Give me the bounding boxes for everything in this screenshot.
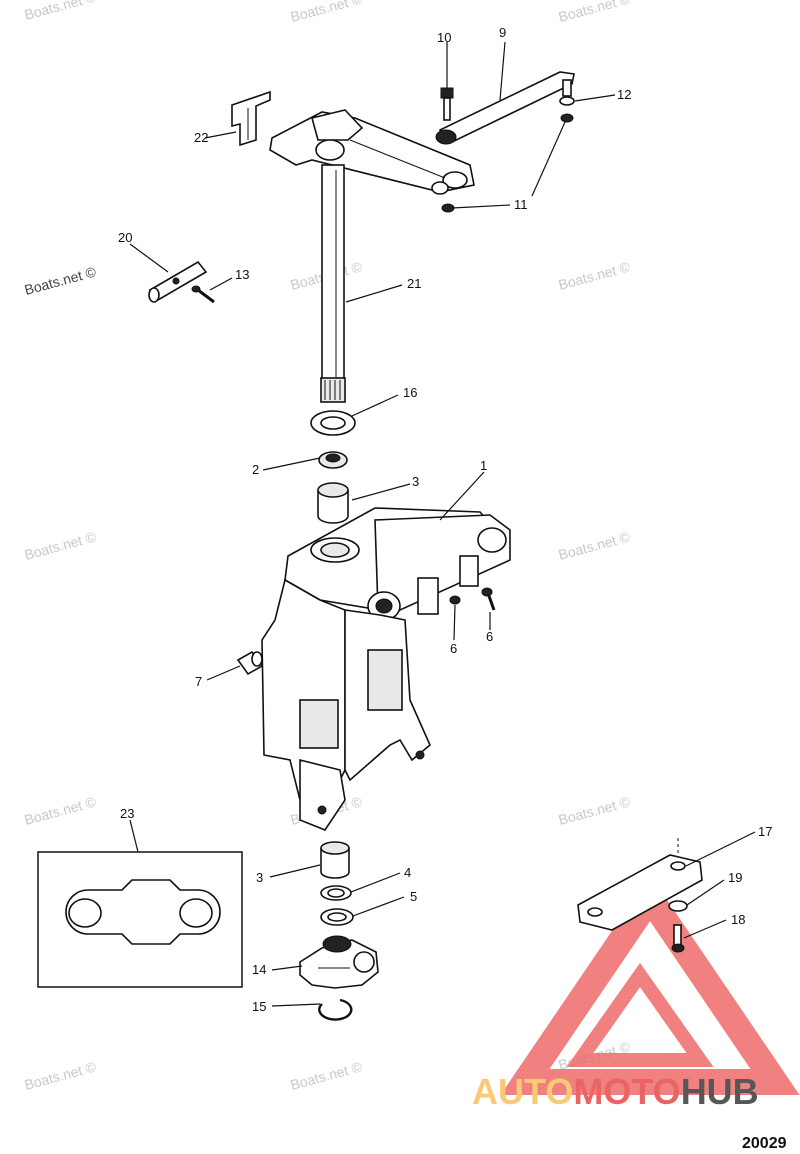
part-6-nut [449, 595, 461, 605]
part-6-screw [481, 587, 496, 611]
part-3-bushing-lower [320, 841, 350, 879]
watermark: Boats.net © [557, 0, 633, 25]
part-16-washer [310, 410, 356, 436]
callout-13: 13 [235, 267, 249, 282]
watermark: Boats.net © [557, 793, 633, 828]
brand-hub: HUB [681, 1071, 759, 1112]
callout-19: 19 [728, 870, 742, 885]
part-17-plate [577, 838, 703, 931]
callout-11: 11 [514, 197, 528, 212]
part-12-washer [559, 96, 575, 106]
callout-10: 10 [437, 30, 451, 45]
callout-16: 16 [403, 385, 417, 400]
part-21-steering-arm [269, 109, 475, 403]
part-3-bushing-upper [317, 482, 349, 524]
part-4-washer [320, 885, 352, 901]
part-7-bushing [236, 650, 264, 676]
callout-17: 17 [758, 824, 772, 839]
callout-23: 23 [120, 806, 134, 821]
callout-labels: 9 10 12 11 22 20 13 21 16 2 3 1 6 6 7 23… [118, 25, 772, 1014]
part-15-snap-ring [318, 998, 353, 1021]
callout-15: 15 [252, 999, 266, 1014]
callout-21: 21 [407, 276, 421, 291]
part-2-seal [318, 451, 348, 469]
callout-20: 20 [118, 230, 132, 245]
watermark: Boats.net © [23, 1058, 99, 1093]
part-20-pin [148, 260, 208, 303]
callout-22: 22 [194, 130, 208, 145]
part-22-bracket [231, 90, 271, 147]
part-13-screw [191, 285, 215, 304]
watermark: Boats.net © [23, 0, 99, 23]
watermark: Boats.net © [23, 793, 99, 828]
callout-4: 4 [404, 865, 411, 880]
callout-6: 6 [450, 641, 457, 656]
watermark: Boats.net © [23, 263, 99, 298]
watermark: Boats.net © [289, 0, 365, 25]
part-5-seal [320, 908, 354, 926]
part-10-bolt [440, 87, 454, 121]
callout-7: 7 [195, 674, 202, 689]
callout-2: 2 [252, 462, 259, 477]
callout-5: 5 [410, 889, 417, 904]
callout-9: 9 [499, 25, 506, 40]
figure-number: 20029 [742, 1135, 787, 1152]
watermark: Boats.net © [289, 1058, 365, 1093]
part-1-swivel-bracket [261, 507, 511, 831]
part-19-washer [668, 900, 688, 912]
brand-logo: AUTOMOTOHUB [472, 874, 800, 1112]
callout-3: 3 [412, 474, 419, 489]
leader-lines [129, 41, 756, 1007]
part-9-link-rod [435, 71, 575, 145]
callout-14: 14 [252, 962, 266, 977]
brand-text: AUTOMOTOHUB [472, 1071, 759, 1112]
part-23-gasket [37, 851, 243, 988]
watermark: Boats.net © [23, 528, 99, 563]
brand-auto: AUTO [472, 1071, 573, 1112]
brand-moto: MOTO [573, 1071, 680, 1112]
part-11-nut [441, 113, 574, 213]
callout-12: 12 [617, 87, 631, 102]
watermark: Boats.net © [557, 528, 633, 563]
callout-3: 3 [256, 870, 263, 885]
part-18-bolt [671, 924, 685, 953]
watermark: Boats.net © [557, 258, 633, 293]
callout-18: 18 [731, 912, 745, 927]
callout-6: 6 [486, 629, 493, 644]
callout-1: 1 [480, 458, 487, 473]
part-14-yoke [299, 935, 379, 989]
